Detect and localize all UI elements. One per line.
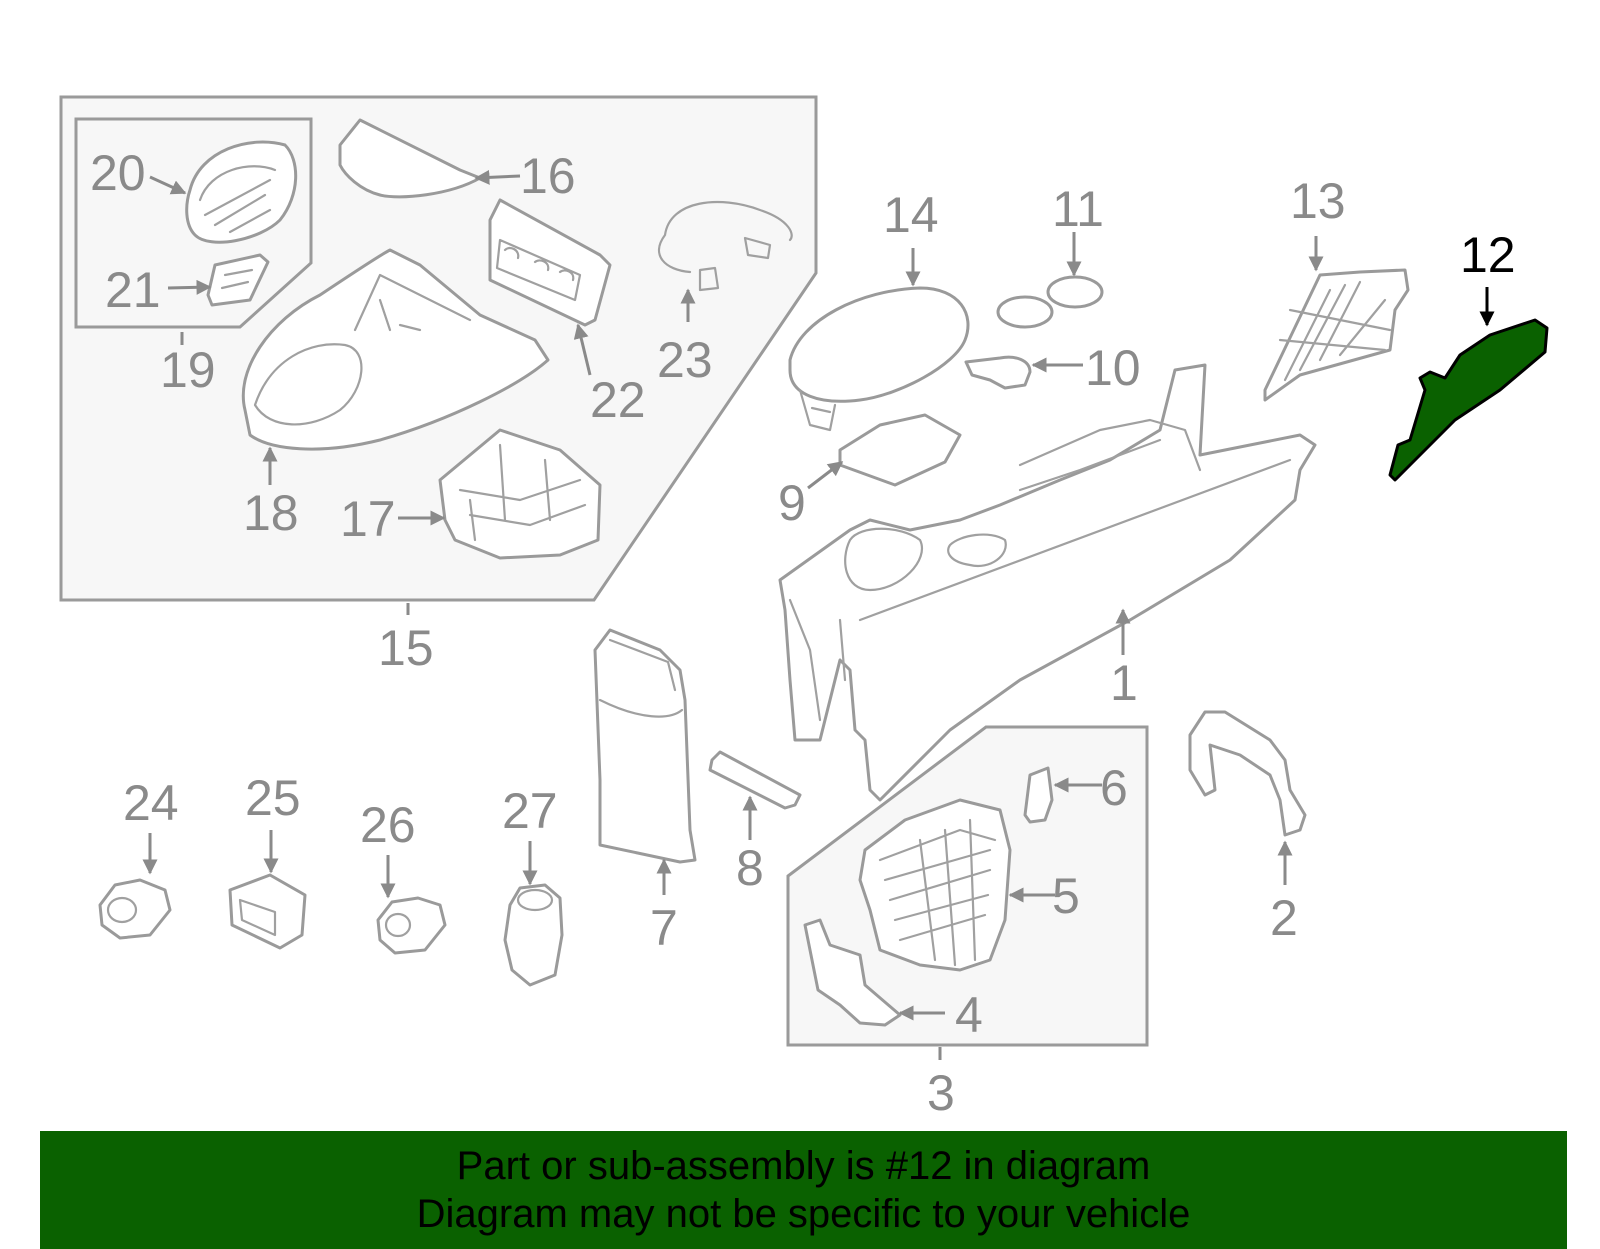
callout-5: 5 xyxy=(1052,868,1080,924)
callout-1: 1 xyxy=(1110,655,1138,711)
part-7-rear-panel[interactable] xyxy=(593,628,697,864)
part-13-side-panel[interactable] xyxy=(1263,268,1410,402)
part-22-switch-panel[interactable] xyxy=(488,198,612,327)
part-25-switch-block[interactable] xyxy=(228,873,307,950)
info-banner: Part or sub-assembly is #12 in diagram D… xyxy=(40,1131,1567,1249)
callout-19: 19 xyxy=(160,342,216,398)
part-1-console-body[interactable] xyxy=(778,363,1317,802)
callout-20: 20 xyxy=(90,145,146,201)
callout-13: 13 xyxy=(1290,173,1346,229)
part-6-clip[interactable] xyxy=(1023,766,1054,824)
callout-8: 8 xyxy=(736,840,764,896)
callout-22: 22 xyxy=(590,372,646,428)
callout-25: 25 xyxy=(245,770,301,826)
part-20-shift-bezel[interactable] xyxy=(185,140,298,244)
callout-11: 11 xyxy=(1052,181,1104,237)
leader-lines xyxy=(142,169,1495,1060)
callout-2: 2 xyxy=(1270,890,1298,946)
part-5-storage-bin[interactable] xyxy=(858,798,1012,972)
banner-line-2: Diagram may not be specific to your vehi… xyxy=(416,1192,1191,1236)
part-9-tray-mat[interactable] xyxy=(838,413,962,487)
callout-14: 14 xyxy=(883,187,939,243)
part-18-upper-trim[interactable] xyxy=(241,248,550,451)
part-21-switch[interactable] xyxy=(206,253,270,307)
callout-27: 27 xyxy=(502,783,558,839)
callout-10: 10 xyxy=(1085,340,1141,396)
part-17-bracket[interactable] xyxy=(438,428,602,560)
part-4-base-bracket[interactable] xyxy=(803,918,902,1027)
part-11-cup-rings[interactable] xyxy=(996,275,1104,329)
callout-24: 24 xyxy=(123,775,179,831)
part-12-console-side-cover[interactable] xyxy=(1388,318,1549,482)
callout-23: 23 xyxy=(657,332,713,388)
banner-line-1: Part or sub-assembly is #12 in diagram xyxy=(456,1144,1151,1188)
callout-4: 4 xyxy=(955,987,983,1043)
callout-16: 16 xyxy=(520,148,576,204)
part-8-bar[interactable] xyxy=(708,750,802,810)
part-10-clip[interactable] xyxy=(964,355,1032,390)
callout-15: 15 xyxy=(378,620,434,676)
part-24-socket[interactable] xyxy=(98,878,172,940)
callout-9: 9 xyxy=(778,475,806,531)
callout-12: 12 xyxy=(1460,227,1516,283)
part-23-wiring-harness[interactable] xyxy=(658,200,793,292)
callout-7: 7 xyxy=(650,900,678,956)
callout-18: 18 xyxy=(243,485,299,541)
callout-6: 6 xyxy=(1100,760,1128,816)
callout-3: 3 xyxy=(927,1065,955,1121)
callout-21: 21 xyxy=(105,262,161,318)
part-2-bracket[interactable] xyxy=(1188,710,1307,837)
part-26-socket[interactable] xyxy=(376,896,447,955)
part-27-ignition[interactable] xyxy=(503,883,564,987)
part-14-armrest-lid[interactable] xyxy=(788,286,970,432)
callout-17: 17 xyxy=(340,491,396,547)
callout-labels: 20 21 19 16 22 23 18 17 15 14 11 10 9 13… xyxy=(90,145,1516,1121)
callout-26: 26 xyxy=(360,797,416,853)
